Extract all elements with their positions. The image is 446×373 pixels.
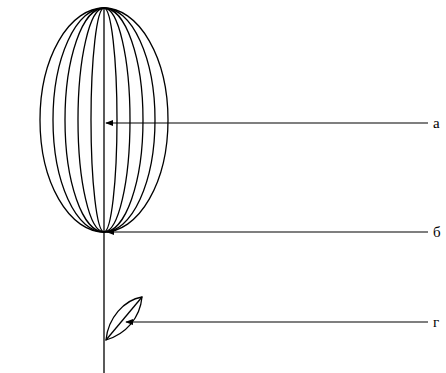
petiole-stem [103, 232, 104, 373]
vein [53, 8, 155, 232]
leader-lines [106, 123, 428, 322]
leader-line [106, 122, 428, 123]
leader-line [107, 231, 428, 232]
vein [78, 8, 130, 232]
vein [91, 8, 117, 232]
stipule [106, 297, 142, 340]
callout-letter: г [432, 315, 440, 330]
callout-letter: б [432, 225, 442, 240]
leaf-blade [40, 8, 168, 232]
vein [65, 8, 143, 232]
callout-letter: а [432, 116, 441, 131]
leader-line [126, 321, 428, 322]
